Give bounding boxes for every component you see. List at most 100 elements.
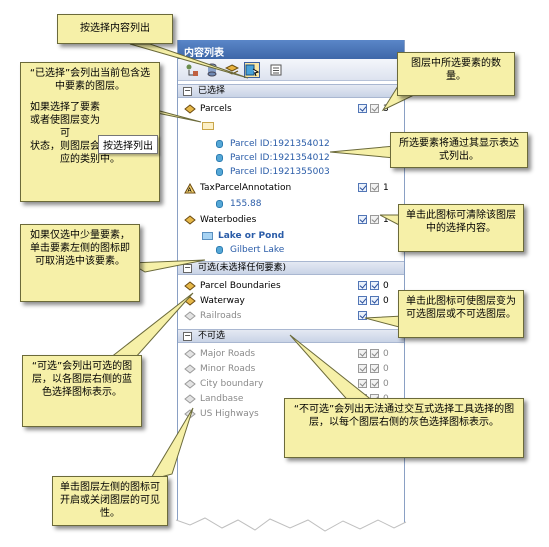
feature-icon[interactable]	[216, 246, 223, 254]
callout-clear-selection: 单击此图标可清除该图层中的选择内容。	[398, 204, 524, 252]
callout-few-features: 如果仅选中少量要素，单击要素左侧的图标即可取消选中该要素。	[20, 224, 140, 302]
selection-count: 1	[383, 183, 389, 193]
visibility-checkbox[interactable]	[358, 349, 367, 358]
collapse-icon[interactable]: −	[183, 263, 192, 273]
feature-icon[interactable]	[216, 200, 223, 208]
layer-name: Landbase	[200, 394, 244, 404]
selectable-toggle-icon[interactable]	[370, 379, 379, 388]
visibility-checkbox[interactable]	[358, 215, 367, 224]
visibility-checkbox[interactable]	[358, 296, 367, 305]
clear-selection-icon[interactable]	[370, 215, 379, 224]
visibility-checkbox[interactable]	[358, 364, 367, 373]
layer-row-railroads[interactable]: Railroads	[178, 309, 404, 323]
feature-label: 155.88	[230, 199, 262, 209]
selection-count: 0	[383, 349, 389, 359]
layer-name: Waterbodies	[200, 215, 257, 225]
selection-count: 0	[383, 379, 389, 389]
callout-selected-description: “已选择”会列出当前包含选中要素的图层。 如果选择了要素或者使图层变为可 状态，…	[20, 62, 160, 202]
layer-name: Railroads	[200, 311, 242, 321]
feature-row[interactable]: 155.88	[178, 197, 404, 211]
selectable-toggle-icon[interactable]	[358, 311, 367, 320]
selection-count: 0	[383, 364, 389, 374]
feature-row[interactable]: Parcel ID:1921355003	[178, 165, 404, 179]
collapse-icon[interactable]: −	[183, 331, 192, 341]
clear-selection-icon[interactable]	[370, 104, 379, 113]
section-selected-header[interactable]: − 已选择	[178, 84, 404, 98]
section-not-selectable-label: 不可选	[198, 331, 226, 341]
layer-hidden-icon	[184, 409, 196, 419]
layer-row-waterbodies[interactable]: Waterbodies 1	[178, 213, 404, 227]
panel-title: 内容列表	[178, 40, 404, 59]
layer-name: Major Roads	[200, 349, 256, 359]
selection-count: 0	[383, 281, 389, 291]
options-button[interactable]	[268, 62, 284, 78]
layer-hidden-icon	[184, 311, 196, 321]
layer-row-waterway[interactable]: Waterway 0	[178, 294, 404, 308]
selection-count: 3	[383, 104, 389, 114]
toc-toolbar	[178, 59, 404, 81]
selectable-toggle-icon[interactable]	[370, 281, 379, 290]
layer-row-parcel-boundaries[interactable]: Parcel Boundaries 0	[178, 279, 404, 293]
layer-hidden-icon	[184, 364, 196, 374]
symbol-swatch	[202, 122, 214, 130]
clear-selection-icon[interactable]	[370, 183, 379, 192]
collapse-icon[interactable]: −	[183, 86, 192, 96]
feature-label: Parcel ID:1921354012	[230, 153, 330, 163]
feature-row[interactable]: Parcel ID:1921354012	[178, 151, 404, 165]
feature-label: Parcel ID:1921354012	[230, 139, 330, 149]
section-not-selectable-header[interactable]: − 不可选	[178, 329, 404, 343]
feature-icon[interactable]	[216, 168, 223, 176]
feature-icon[interactable]	[216, 140, 223, 148]
visibility-checkbox[interactable]	[358, 281, 367, 290]
section-selectable-header[interactable]: − 可选(未选择任何要素)	[178, 261, 404, 275]
layer-name: City boundary	[200, 379, 264, 389]
layer-name: Parcels	[200, 104, 232, 114]
callout-visibility: 单击图层左侧的图标可开启或关闭图层的可见性。	[52, 476, 168, 526]
layers-icon	[225, 64, 239, 75]
svg-text:A: A	[188, 187, 193, 194]
section-selected-label: 已选择	[198, 86, 226, 96]
section-selectable-label: 可选(未选择任何要素)	[198, 263, 287, 273]
layer-hidden-icon	[184, 379, 196, 389]
tooltip-list-by-selection: 按选择列出	[98, 135, 158, 154]
drawing-order-icon	[186, 64, 198, 76]
callout-text: 如果选择了要素或者使图层变为可	[30, 102, 100, 139]
callout-not-selectable-description: “不可选”会列出无法通过交互式选择工具选择的图层，以每个图层右侧的灰色选择图标表…	[284, 398, 524, 458]
database-icon	[207, 63, 217, 77]
feature-label: Parcel ID:1921355003	[230, 167, 330, 177]
selection-list-icon	[245, 64, 259, 77]
layer-row-parcels[interactable]: Parcels 3	[178, 102, 404, 116]
selectable-toggle-icon[interactable]	[370, 349, 379, 358]
selectable-toggle-icon[interactable]	[370, 296, 379, 305]
visibility-checkbox[interactable]	[358, 379, 367, 388]
callout-list-by-selection: 按选择内容列出	[57, 14, 173, 44]
layer-name: TaxParcelAnnotation	[200, 183, 292, 193]
water-swatch	[202, 232, 213, 240]
callout-text: “已选择”会列出当前包含选中要素的图层。	[29, 68, 151, 92]
layer-row-minor-roads[interactable]: Minor Roads 0	[178, 362, 404, 376]
layer-row-city-boundary[interactable]: City boundary 0	[178, 377, 404, 391]
class-label: Lake or Pond	[218, 231, 285, 241]
list-by-visibility-button[interactable]	[224, 62, 240, 78]
list-by-source-button[interactable]	[204, 62, 220, 78]
layer-row-taxparcel[interactable]: A TaxParcelAnnotation 1	[178, 181, 404, 195]
layer-name: Parcel Boundaries	[200, 281, 281, 291]
polygon-layer-icon	[184, 296, 196, 306]
polygon-layer-icon	[184, 104, 196, 114]
list-by-selection-button[interactable]	[244, 62, 260, 78]
list-options-icon	[270, 64, 282, 76]
selection-count: 1	[383, 215, 389, 225]
annotation-layer-icon: A	[184, 183, 196, 194]
list-by-drawing-order-button[interactable]	[184, 62, 200, 78]
callout-selection-count: 图层中所选要素的数量。	[397, 52, 515, 96]
feature-row[interactable]: Gilbert Lake	[178, 243, 404, 257]
feature-row[interactable]: Parcel ID:1921354012	[178, 137, 404, 151]
visibility-checkbox[interactable]	[358, 183, 367, 192]
layer-name: Waterway	[200, 296, 245, 306]
callout-text: 状态，则图层会自动移入对应的类别中。	[30, 141, 150, 165]
selectable-toggle-icon[interactable]	[370, 364, 379, 373]
polygon-layer-icon	[184, 215, 196, 225]
layer-row-major-roads[interactable]: Major Roads 0	[178, 347, 404, 361]
visibility-checkbox[interactable]	[358, 104, 367, 113]
feature-icon[interactable]	[216, 154, 223, 162]
